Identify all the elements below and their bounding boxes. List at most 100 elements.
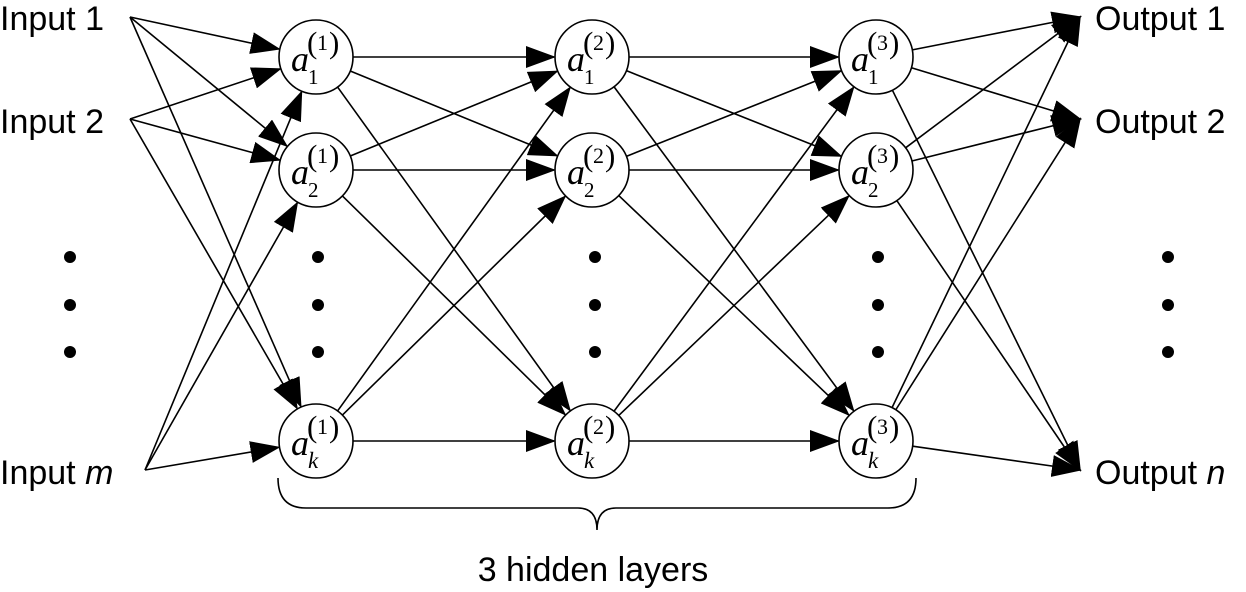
arrow-input1-to-l1n1	[129, 16, 281, 54]
neuron-paren-close: )	[605, 409, 615, 444]
neuron-symbol: a	[567, 39, 585, 79]
neuron-subscript: 1	[308, 65, 319, 89]
arrow-l1n3-to-l2n1	[336, 86, 571, 412]
neuron-subscript: 1	[584, 65, 595, 89]
output-label-n: Output n	[1095, 454, 1225, 492]
ellipsis-dot	[872, 299, 884, 311]
neuron-paren-close: )	[889, 409, 899, 444]
neuron-symbol: a	[291, 152, 309, 192]
arrow-l1n3-to-l2n2	[341, 195, 567, 416]
arrow-l3n3-to-output1	[891, 15, 1081, 409]
arrow-input3-to-l1n3	[144, 441, 281, 471]
neuron-superscript: 3	[877, 30, 888, 55]
hidden-layers-caption: 3 hidden layers	[478, 551, 709, 589]
arrow-l3n2-to-output2	[911, 115, 1082, 162]
input-label-m-var: m	[85, 454, 113, 492]
neuron-superscript: 3	[877, 143, 888, 168]
ellipsis-dot	[312, 346, 324, 358]
neuron-symbol: a	[851, 423, 869, 463]
hidden-layers-brace	[277, 477, 917, 531]
ellipsis-dot	[872, 251, 884, 263]
neuron-paren-close: )	[329, 138, 339, 173]
neuron-subscript: 2	[308, 178, 319, 202]
neuron-paren-close: )	[329, 409, 339, 444]
ellipsis-dot	[64, 251, 76, 263]
neuron-paren-open: (	[307, 25, 317, 60]
ellipsis-dots	[64, 251, 1174, 358]
neuron-subscript: k	[868, 448, 879, 473]
arrow-input1-to-l1n2	[129, 16, 289, 148]
neuron-symbol: a	[567, 152, 585, 192]
neuron-circle	[838, 19, 914, 95]
neuron-subscript: 2	[868, 178, 879, 202]
neuron-paren-open: (	[583, 409, 593, 444]
neuron-paren-open: (	[307, 138, 317, 173]
neuron-circle	[554, 132, 630, 208]
ellipsis-dot	[589, 299, 601, 311]
neuron-subscript: 2	[584, 178, 595, 202]
neuron-superscript: 2	[593, 30, 604, 55]
neuron-symbol: a	[851, 39, 869, 79]
neuron-symbol: a	[291, 423, 309, 463]
neuron-circle	[278, 19, 354, 95]
ellipsis-dot	[1162, 346, 1174, 358]
neuron-paren-open: (	[867, 409, 877, 444]
arrow-input3-to-l1n1	[144, 90, 303, 471]
ellipsis-dot	[872, 346, 884, 358]
neuron-paren-open: (	[867, 138, 877, 173]
neuron-paren-close: )	[329, 25, 339, 60]
neuron-circle	[554, 403, 630, 479]
output-label-n-var: n	[1207, 454, 1226, 492]
ellipsis-dot	[64, 299, 76, 311]
ellipsis-dot	[589, 346, 601, 358]
neuron-paren-close: )	[605, 138, 615, 173]
ellipsis-dot	[1162, 251, 1174, 263]
neuron-superscript: 1	[317, 143, 328, 168]
neuron-superscript: 3	[877, 414, 888, 439]
neuron-superscript: 2	[593, 414, 604, 439]
arrow-l2n3-to-l3n1	[613, 85, 855, 412]
neuron-symbol: a	[291, 39, 309, 79]
input-label-m-prefix: Input	[0, 454, 85, 492]
neuron-paren-open: (	[307, 409, 317, 444]
arrow-l3n3-to-output3	[912, 445, 1082, 477]
ellipsis-dot	[589, 251, 601, 263]
input-label-m: Input m	[0, 454, 113, 492]
neuron-symbol: a	[567, 423, 585, 463]
neuron-circle	[838, 403, 914, 479]
ellipsis-dot	[312, 251, 324, 263]
neuron-subscript: k	[308, 448, 319, 473]
neuron-paren-close: )	[889, 25, 899, 60]
ellipsis-dot	[64, 346, 76, 358]
ellipsis-dot	[312, 299, 324, 311]
neuron-superscript: 1	[317, 414, 328, 439]
arrow-l3n1-to-output2	[911, 66, 1082, 122]
arrow-l3n2-to-output3	[896, 200, 1082, 472]
arrow-l3n1-to-output1	[912, 11, 1082, 51]
output-label-2: Output 2	[1095, 103, 1225, 141]
arrow-input3-to-l1n2	[144, 201, 299, 471]
neuron-paren-open: (	[583, 138, 593, 173]
neuron-circle	[554, 19, 630, 95]
arrow-l1n2-to-l2n1	[349, 70, 559, 157]
arrow-l2n2-to-l3n1	[626, 70, 843, 158]
output-label-n-prefix: Output	[1095, 454, 1207, 492]
connection-arrows	[129, 11, 1082, 477]
ellipsis-dot	[1162, 299, 1174, 311]
neuron-paren-close: )	[889, 138, 899, 173]
neuron-superscript: 2	[593, 143, 604, 168]
input-label-1: Input 1	[0, 0, 104, 38]
neuron-paren-open: (	[583, 25, 593, 60]
neuron-circle	[278, 403, 354, 479]
arrow-l3n3-to-output2	[895, 117, 1082, 411]
